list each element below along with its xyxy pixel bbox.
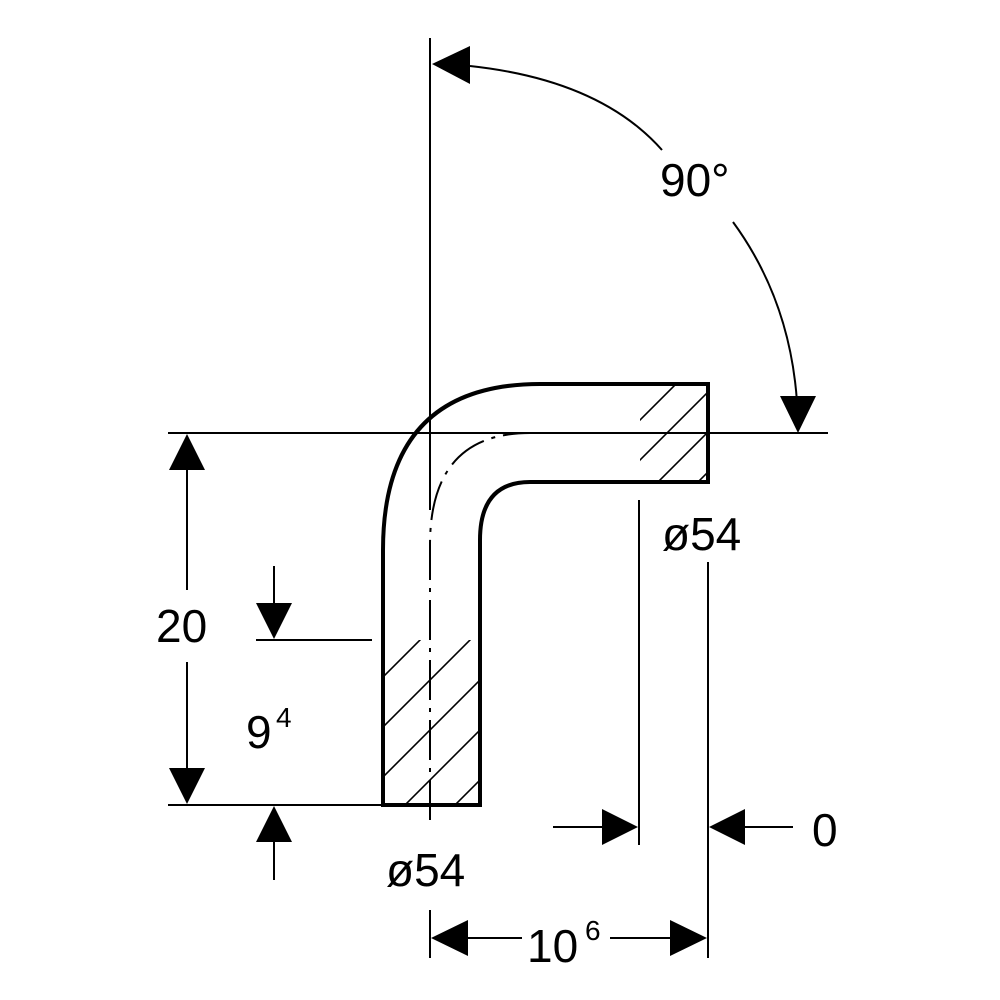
- offset-arrow-top: [256, 603, 292, 639]
- zero-arrow-left: [602, 809, 638, 845]
- angle-label: 90°: [660, 154, 730, 206]
- height-label: 20: [156, 600, 207, 652]
- diameter-top-label: ø54: [662, 508, 741, 560]
- angle-arc-lower: [732, 221, 798, 403]
- offset-label-superscript: 4: [276, 702, 292, 733]
- width-arrow-right: [670, 920, 707, 956]
- height-arrow-up: [169, 434, 205, 470]
- offset-arrow-bottom: [256, 806, 292, 842]
- width-arrow-left: [431, 920, 468, 956]
- height-arrow-down: [169, 768, 205, 804]
- hatch-right-end: [640, 384, 708, 482]
- pipe-outline: [381, 382, 710, 807]
- angle-arrow-left: [432, 46, 470, 84]
- width-label-superscript: 6: [585, 915, 601, 946]
- angle-arrow-down: [780, 396, 816, 433]
- hatch-bottom-end: [383, 640, 480, 805]
- zero-label: 0: [812, 804, 838, 856]
- angle-arc-upper: [469, 65, 663, 151]
- zero-arrow-right: [709, 809, 745, 845]
- offset-label: 9: [246, 706, 272, 758]
- diameter-bottom-label: ø54: [386, 844, 465, 896]
- pipe-centerline: [429, 432, 708, 820]
- width-label: 10: [527, 920, 578, 972]
